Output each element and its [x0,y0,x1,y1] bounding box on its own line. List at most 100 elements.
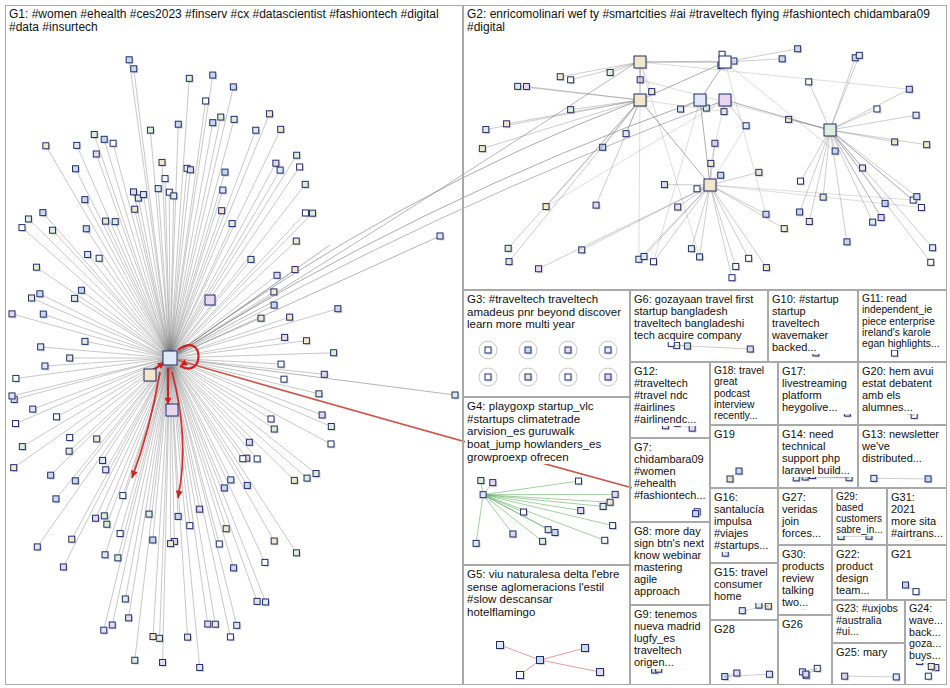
self-loop [599,368,617,386]
group-label: G12: #traveltech #travel ndc #airlines #… [632,364,706,426]
vertex [634,56,646,68]
graph-edge [700,100,710,185]
vertex [163,351,177,365]
graph-edge [69,358,170,451]
graph-edge [830,130,931,262]
graph-edge [12,358,170,396]
vertex [78,287,84,293]
graph-edge [170,358,231,480]
vertex [187,523,193,529]
vertex [246,439,252,445]
graph-edge [118,358,170,558]
vertex [282,334,288,340]
graph-edge [120,358,170,534]
vertex [517,672,524,679]
vertex [906,86,912,92]
vertex [112,219,118,225]
graph-edge [500,645,540,660]
vertex [480,492,486,498]
vertex [271,302,277,308]
group-label: G13: newsletter we've distributed... [860,427,943,465]
self-loop [178,345,199,368]
group-panel: G4: playgoxp startup_vlc #startups clima… [463,397,630,565]
vertex [688,246,694,252]
graph-edge [809,130,830,221]
vertex [832,148,838,154]
vertex [166,404,178,416]
vertex [19,225,25,231]
vertex [278,126,284,132]
vertex [844,239,850,245]
group-label: G26 [780,617,805,631]
graph-edge [170,358,230,637]
vertex [878,215,884,221]
vertex [274,272,280,278]
graph-edge [546,100,725,207]
vertex [9,393,15,399]
vertex [263,599,269,605]
vertex [510,531,516,537]
group-panel: G3: #traveltech traveltech amadeus pnr b… [463,290,630,397]
graph-edge [526,86,640,100]
graph-edge [640,100,710,185]
vertex [40,210,46,216]
graph-edge [482,100,640,149]
vertex [94,436,100,442]
group-panel: G27: veridas join forces... [778,488,832,545]
vertex [101,627,107,633]
vertex [253,127,259,133]
group-panel: G25: mary [832,643,905,685]
group-label: G19 [712,427,737,441]
vertex [824,124,836,136]
vertex [120,493,126,499]
graph-edge [644,185,710,256]
graph-edge [596,100,640,205]
vertex [335,306,341,312]
vertex [53,496,59,502]
vertex [871,475,877,481]
self-loop [559,341,577,359]
group-panel: G8: more day sign btn's next know webina… [630,522,710,605]
graph-edge [170,123,213,358]
vertex [612,491,618,497]
vertex [110,140,116,146]
graph-edge [172,372,183,498]
group-label: G30: products review talking two... [780,547,828,609]
vertex [150,634,156,640]
vertex [697,254,703,260]
vertex [593,202,599,208]
vertex [11,465,17,471]
group-label: G21 [889,547,914,561]
graph-edge [677,345,751,349]
vertex [437,233,443,239]
graph-edge [170,155,297,358]
graph-edge [546,100,640,207]
vertex [82,197,88,203]
vertex [483,127,489,133]
group-panel: G17: livestreaming platform heygolive... [778,362,858,425]
graph-edge [170,114,269,358]
vertex [302,210,308,216]
graph-edge [170,353,334,358]
vertex [187,167,193,173]
graph-edge [483,495,605,541]
group-panel: G23: #uxjobs #australia #ui... [832,600,905,643]
graph-edge [710,185,913,200]
vertex [254,456,260,462]
group-panel: G14: need technical support php laravel … [778,425,858,488]
graph-edge [15,358,170,424]
graph-edge [640,62,725,100]
vertex [229,221,235,227]
vertex [175,513,181,519]
vertex [641,253,647,259]
vertex [914,194,920,200]
vertex [146,511,152,517]
vertex [42,363,48,369]
graph-edge [170,119,234,358]
vertex [708,160,714,166]
group-panel: G6: gozayaan travel first startup bangla… [630,290,768,362]
vertex [623,131,629,137]
vertex [221,485,227,491]
vertex [277,167,283,173]
vertex [234,622,240,628]
